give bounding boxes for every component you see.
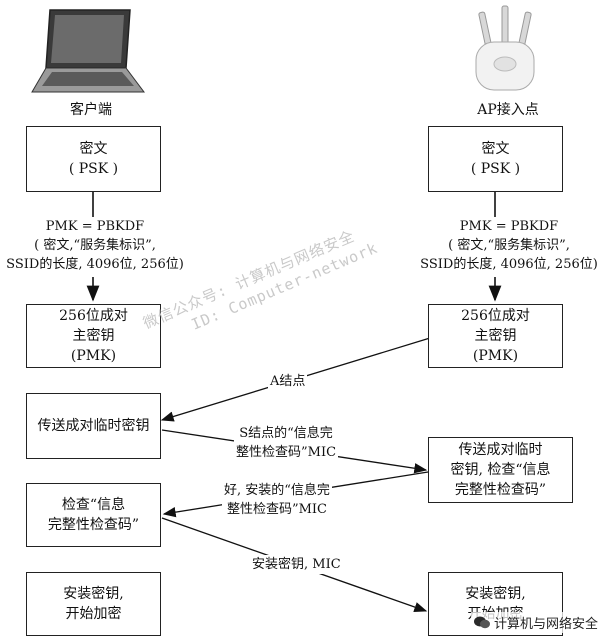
client-formula-line-2: ( 密文,“服务集标识”, (34, 238, 156, 253)
ap-install-line-1: 安装密钥, (465, 586, 526, 602)
ap-label: AP接入点 (477, 102, 539, 118)
client-send-ptk-box: 传送成对临时密钥 (26, 393, 161, 459)
client-label: 客户端 (70, 102, 112, 118)
s-node-line-2: 整性检查码”MIC (236, 445, 337, 460)
client-pmk-line-3: (PMK) (70, 348, 117, 364)
client-secret-psk: ( PSK ) (68, 161, 119, 177)
s-node-label: S结点的“信息完 整性检查码”MIC (234, 424, 339, 462)
ap-pmk-line-3: (PMK) (472, 348, 519, 364)
client-secret-box: 密文 ( PSK ) (26, 126, 161, 192)
client-install-box: 安装密钥, 开始加密 (26, 572, 161, 636)
client-check-line-1: 检查“信息 (61, 497, 126, 513)
ap-pmk-formula: PMK = PBKDF ( 密文,“服务集标识”, SSID的长度, 4096位… (409, 217, 609, 274)
ok-label: 好, 安装的“信息完 整性检查码”MIC (222, 481, 332, 519)
client-pmk-line-2: 主密钥 (72, 328, 115, 344)
client-formula-line-3: SSID的长度, 4096位, 256位) (6, 257, 184, 272)
ap-pmk-line-2: 主密钥 (474, 328, 517, 344)
client-send-ptk-text: 传送成对临时密钥 (37, 418, 150, 434)
laptop-icon (30, 8, 145, 96)
ap-secret-box: 密文 ( PSK ) (428, 126, 563, 192)
brand-watermark-text: 计算机与网络安全 (493, 617, 598, 632)
client-check-line-2: 完整性检查码” (47, 517, 140, 533)
brand-watermark: 计算机与网络安全 (470, 612, 601, 633)
s-node-line-1: S结点的“信息完 (239, 426, 333, 441)
wechat-icon (473, 616, 490, 629)
client-install-line-2: 开始加密 (65, 606, 122, 622)
client-check-mic-box: 检查“信息 完整性检查码” (26, 483, 161, 547)
client-pmk-formula: PMK = PBKDF ( 密文,“服务集标识”, SSID的长度, 4096位… (0, 217, 190, 274)
ap-ptk-check-box: 传送成对临时 密钥, 检查“信息 完整性检查码” (428, 437, 573, 503)
ap-formula-line-2: ( 密文,“服务集标识”, (448, 238, 570, 253)
ok-line-1: 好, 安装的“信息完 (224, 483, 330, 498)
ap-formula-line-1: PMK = PBKDF (459, 219, 559, 234)
a-node-label: A结点 (268, 372, 308, 391)
ap-ptk-line-1: 传送成对临时 (458, 442, 543, 458)
ap-secret-title: 密文 (481, 141, 510, 157)
ap-secret-psk: ( PSK ) (470, 161, 521, 177)
client-pmk-box: 256位成对 主密钥 (PMK) (26, 304, 161, 368)
client-secret-title: 密文 (79, 141, 108, 157)
install-mic-label: 安装密钥, MIC (250, 555, 343, 574)
client-pmk-line-1: 256位成对 (59, 308, 128, 324)
ap-pmk-box: 256位成对 主密钥 (PMK) (428, 304, 563, 368)
ap-pmk-line-1: 256位成对 (461, 308, 530, 324)
access-point-icon (470, 2, 540, 94)
client-install-line-1: 安装密钥, (63, 586, 124, 602)
client-formula-line-1: PMK = PBKDF (45, 219, 145, 234)
ap-ptk-line-3: 完整性检查码” (454, 482, 547, 498)
ap-formula-line-3: SSID的长度, 4096位, 256位) (420, 257, 598, 272)
ap-ptk-line-2: 密钥, 检查“信息 (450, 462, 551, 478)
ok-line-2: 整性检查码”MIC (226, 502, 327, 517)
